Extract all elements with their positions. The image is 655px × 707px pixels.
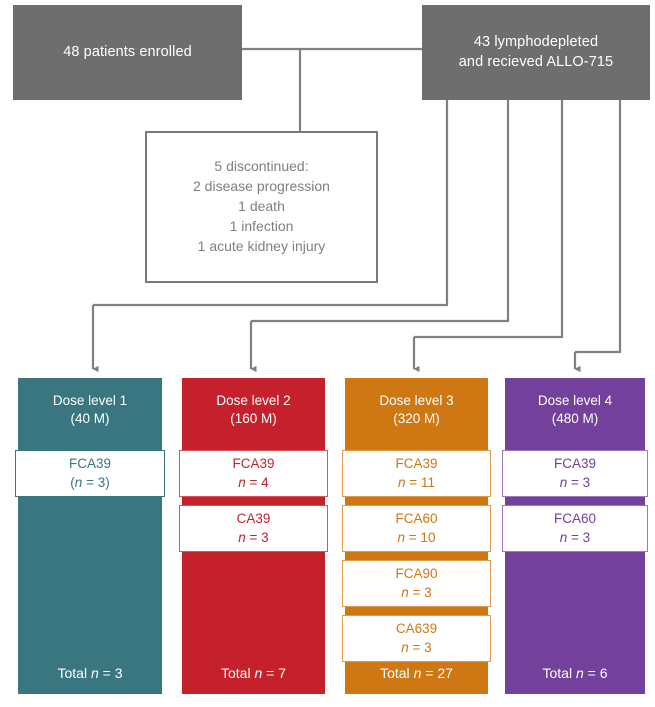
dose-level-4-arm-1-n: n = 3	[559, 474, 591, 490]
box-patients-enrolled: 48 patients enrolled	[13, 5, 242, 100]
dose-level-2-header: Dose level 2 (160 M)	[182, 392, 325, 428]
dose-level-2-total: Total n = 7	[182, 665, 325, 681]
box-lymphodepleted-text: 43 lymphodepleted and recieved ALLO-715	[459, 33, 613, 71]
lymphodepleted-line-1: 43 lymphodepleted	[473, 34, 599, 51]
dose-level-4-arm-2-n: n = 3	[559, 529, 591, 545]
discontinued-line-4: 1 infection	[229, 217, 294, 234]
dose-level-3-arm-1: FCA39 n = 11	[342, 450, 491, 497]
dose-level-2-name: Dose level 2	[216, 393, 291, 408]
dose-level-4-header: Dose level 4 (480 M)	[505, 392, 645, 428]
dose-level-3-arm-3-n: n = 3	[401, 584, 432, 600]
dose-level-1-dose: (40 M)	[70, 411, 110, 427]
dose-level-2-dose: (160 M)	[230, 411, 277, 427]
dose-level-3-total-n: n	[413, 665, 422, 681]
box-patients-enrolled-text: 48 patients enrolled	[63, 43, 192, 62]
dose-level-2-arm-1-n: n = 4	[238, 474, 269, 490]
dose-level-2-arm-2-name: CA39	[236, 511, 271, 527]
dose-level-3-arm-2: FCA60 n = 10	[342, 505, 491, 552]
discontinued-line-1: 5 discontinued:	[214, 158, 309, 175]
dose-level-3-arm-3-name: FCA90	[395, 566, 438, 582]
dose-level-1-column: Dose level 1 (40 M) Total n = 3 FCA39 (n …	[15, 378, 165, 694]
dose-level-4-arm-2: FCA60 n = 3	[502, 505, 648, 552]
box-discontinued: 5 discontinued: 2 disease progression 1 …	[145, 131, 378, 283]
dose-level-3-total: Total n = 27	[345, 665, 488, 681]
dose-level-4-total-value: = 6	[583, 665, 608, 681]
dose-level-4-arm-2-name: FCA60	[553, 511, 597, 527]
dose-level-3-arm-1-n: n = 11	[398, 474, 435, 490]
dose-level-2-arm-2-n: n = 3	[238, 529, 269, 545]
dose-level-3-dose: (320 M)	[393, 411, 440, 427]
dose-level-3-header: Dose level 3 (320 M)	[345, 392, 488, 428]
dose-level-3-arm-2-name: FCA60	[395, 511, 438, 527]
dose-level-4-arm-1-name: FCA39	[553, 456, 597, 472]
discontinued-line-5: 1 acute kidney injury	[197, 237, 326, 254]
dose-level-1-total-value: = 3	[98, 665, 123, 681]
dose-level-1-name: Dose level 1	[52, 393, 128, 408]
dose-level-2-arm-1-name: FCA39	[232, 456, 275, 472]
dose-level-2-arm-1: FCA39 n = 4	[179, 450, 328, 497]
dose-level-4-total-label: Total	[542, 665, 576, 681]
dose-level-3-total-label: Total	[380, 665, 414, 681]
enrolled-line-1: 48 patients enrolled	[63, 43, 192, 60]
dose-level-2-total-label: Total	[220, 665, 255, 681]
dose-level-2-total-value: = 7	[262, 665, 286, 681]
discontinued-line-2: 2 disease progression	[193, 178, 330, 195]
dose-level-4-arm-1: FCA39 n = 3	[502, 450, 648, 497]
dose-level-4-name: Dose level 4	[537, 393, 613, 408]
dose-level-3-name: Dose level 3	[379, 393, 454, 408]
dose-level-1-total-label: Total	[57, 665, 91, 681]
dose-level-1-arm-1-name: FCA39	[68, 456, 112, 472]
dose-level-2-arm-2: CA39 n = 3	[179, 505, 328, 552]
lymphodepleted-line-2: and recieved ALLO-715	[458, 53, 614, 70]
box-lymphodepleted: 43 lymphodepleted and recieved ALLO-715	[422, 5, 650, 100]
dose-level-4-total-n: n	[575, 665, 584, 681]
dose-level-4-dose: (480 M)	[551, 411, 599, 427]
dose-level-1-header: Dose level 1 (40 M)	[18, 392, 162, 428]
dose-level-3-column: Dose level 3 (320 M) Total n = 27 FCA39 n…	[342, 378, 491, 694]
dose-level-4-total: Total n = 6	[505, 665, 645, 681]
dose-level-3-arm-1-name: FCA39	[395, 456, 438, 472]
dose-level-3-total-value: = 27	[421, 665, 453, 681]
dose-level-3-arm-4: CA639 n = 3	[342, 615, 491, 662]
dose-level-1-total-n: n	[90, 665, 99, 681]
dose-level-1-arm-1: FCA39 (n = 3)	[15, 450, 165, 497]
dose-level-2-total-n: n	[254, 665, 263, 681]
dose-level-1-total: Total n = 3	[18, 665, 162, 681]
dose-level-3-arm-4-name: CA639	[395, 621, 438, 637]
dose-level-4-column: Dose level 4 (480 M) Total n = 6 FCA39 n …	[502, 378, 648, 694]
dose-level-2-column: Dose level 2 (160 M) Total n = 7 FCA39 n …	[179, 378, 328, 694]
dose-level-1-arm-1-n: (n = 3)	[70, 474, 110, 490]
discontinued-line-3: 1 death	[238, 198, 285, 215]
dose-level-3-arm-3: FCA90 n = 3	[342, 560, 491, 607]
dose-level-3-arm-4-n: n = 3	[401, 639, 432, 655]
dose-level-3-arm-2-n: n = 10	[397, 529, 436, 545]
